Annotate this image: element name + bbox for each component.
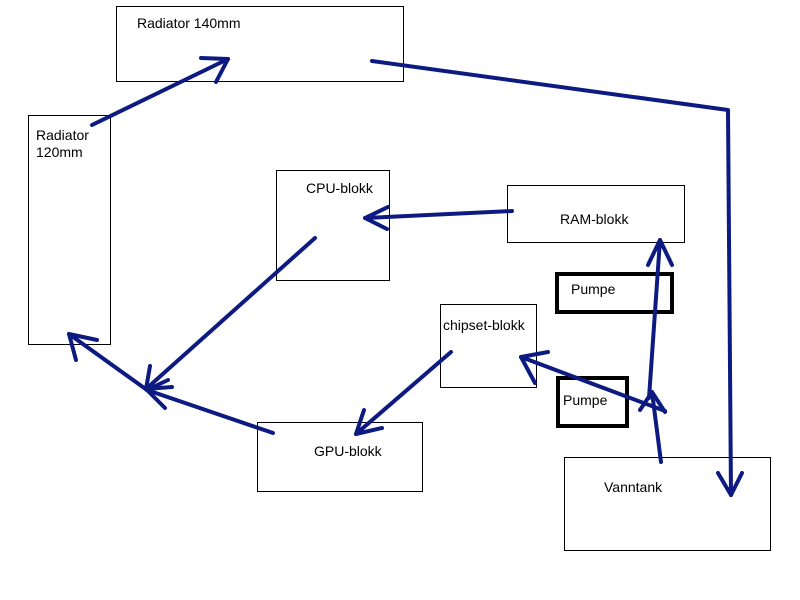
arrowhead-ram	[646, 238, 674, 267]
flow-arrow-gpu-to-junction	[145, 388, 275, 435]
reservoir-label: Vanntank	[604, 479, 663, 495]
flow-arrow-radiator120-to-radiator140	[90, 57, 230, 127]
radiator-140mm-label: Radiator 140mm	[137, 15, 241, 31]
arrowhead-gpu	[354, 408, 384, 436]
chipset-block-label: chipset-blokk	[443, 317, 525, 333]
arrowhead-radiator-140	[199, 56, 230, 84]
flow-arrow-cpu-to-junction	[144, 236, 317, 391]
arrowhead-cpu	[363, 205, 390, 231]
gpu-block-box	[257, 422, 423, 492]
arrowhead-chipset	[519, 350, 550, 385]
radiator-120mm-box	[28, 115, 111, 345]
flow-arrow-ram-to-cpu	[363, 209, 514, 220]
cpu-block-label: CPU-blokk	[306, 180, 373, 196]
pump-bottom-box	[556, 376, 629, 428]
reservoir-box	[564, 457, 771, 551]
arrowhead-reservoir	[716, 471, 744, 497]
ram-block-label: RAM-blokk	[560, 211, 629, 227]
flow-arrow-junction-to-radiator120	[67, 332, 149, 392]
pump-top-label: Pumpe	[571, 281, 616, 297]
cpu-block-box	[276, 170, 390, 281]
radiator-140mm-box	[116, 6, 404, 82]
pump-bottom-label: Pumpe	[563, 392, 608, 408]
gpu-block-label: GPU-blokk	[314, 443, 382, 459]
flow-arrow-pump-to-chipset	[519, 355, 667, 413]
chipset-block-box	[440, 304, 537, 388]
arrowhead-radiator-120	[67, 332, 99, 362]
ram-block-box	[507, 185, 685, 243]
radiator-120mm-label: Radiator 120mm	[36, 127, 89, 160]
flow-arrow-radiator140-to-reservoir	[370, 59, 733, 497]
pump-top-box	[555, 272, 674, 314]
flow-arrow-chipset-to-gpu	[354, 350, 453, 436]
flow-arrow-reservoir-to-pump-bottom	[650, 390, 663, 464]
flow-arrow-pump-to-ram	[647, 238, 662, 400]
